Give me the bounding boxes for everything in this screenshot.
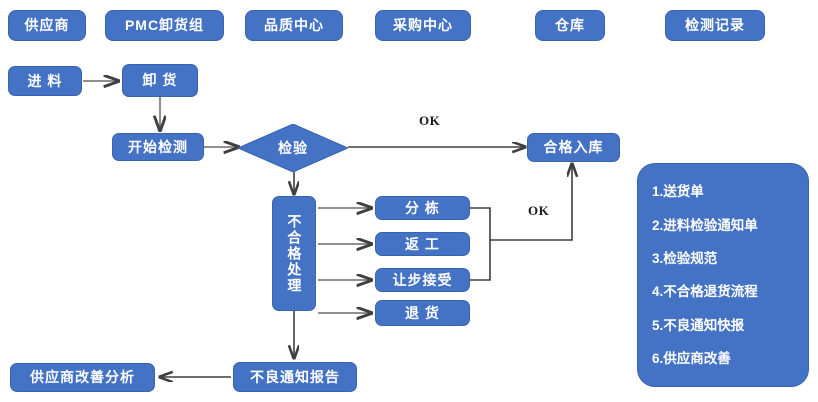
node-concession-acceptance[interactable]: 让步接受 xyxy=(375,268,470,292)
edge-label-ok-middle: OK xyxy=(528,203,550,218)
node-sorting-label: 分 栋 xyxy=(405,199,440,216)
node-pass-into-storage-label: 合格入库 xyxy=(543,139,604,156)
lane-header-quality-center-label: 品质中心 xyxy=(264,17,324,34)
lane-header-supplier-label: 供应商 xyxy=(24,17,70,34)
lane-header-pmc-unloading[interactable]: PMC卸货组 xyxy=(105,10,224,41)
lane-header-inspection-records[interactable]: 检测记录 xyxy=(665,10,765,41)
documents-panel-item-1: 1.送货单 xyxy=(652,184,704,200)
lane-header-warehouse-label: 仓库 xyxy=(555,17,585,34)
documents-panel-item-2: 2.进料检验通知单 xyxy=(652,217,758,233)
lane-header-purchasing-center-label: 采购中心 xyxy=(393,17,453,34)
node-rework-label: 返 工 xyxy=(405,235,440,252)
documents-panel-item-5: 5.不良通知快报 xyxy=(652,317,745,333)
documents-panel-item-4: 4.不合格退货流程 xyxy=(652,284,758,300)
decision-inspection-shape xyxy=(238,124,348,172)
node-incoming-material-label: 进 料 xyxy=(27,72,63,89)
lane-header-purchasing-center[interactable]: 采购中心 xyxy=(375,10,471,41)
node-defect-notification-report[interactable]: 不良通知报告 xyxy=(233,362,357,392)
node-nonconforming-handling[interactable]: 不合格处理 xyxy=(272,196,316,311)
node-defect-notification-report-label: 不良通知报告 xyxy=(250,368,340,385)
node-nonconforming-handling-label: 不合格处理 xyxy=(286,213,303,294)
lane-header-supplier[interactable]: 供应商 xyxy=(8,10,86,41)
node-return-goods[interactable]: 退 货 xyxy=(375,300,470,326)
lane-header-warehouse[interactable]: 仓库 xyxy=(535,10,605,41)
node-sorting[interactable]: 分 栋 xyxy=(375,196,470,220)
lane-header-inspection-records-label: 检测记录 xyxy=(685,17,745,34)
node-return-goods-label: 退 货 xyxy=(405,304,440,321)
node-supplier-improvement-analysis[interactable]: 供应商改善分析 xyxy=(10,363,155,392)
node-unload-goods-label: 卸 货 xyxy=(142,72,178,89)
lane-header-quality-center[interactable]: 品质中心 xyxy=(245,10,343,41)
node-unload-goods[interactable]: 卸 货 xyxy=(122,64,198,97)
documents-panel[interactable]: 1.送货单 2.进料检验通知单 3.检验规范 4.不合格退货流程 5.不良通知快… xyxy=(637,163,809,387)
edge-label-ok-top: OK xyxy=(419,113,441,128)
node-pass-into-storage[interactable]: 合格入库 xyxy=(527,133,620,162)
documents-panel-item-3: 3.检验规范 xyxy=(652,250,718,266)
documents-panel-item-6: 6.供应商改善 xyxy=(652,350,731,366)
node-concession-acceptance-label: 让步接受 xyxy=(392,271,453,288)
decision-inspection[interactable]: 检验 xyxy=(238,124,348,172)
node-incoming-material[interactable]: 进 料 xyxy=(8,66,82,96)
node-rework[interactable]: 返 工 xyxy=(375,232,470,256)
node-start-inspection-label: 开始检测 xyxy=(128,138,188,155)
node-supplier-improvement-analysis-label: 供应商改善分析 xyxy=(30,369,135,386)
decision-inspection-label: 检验 xyxy=(278,140,308,156)
lane-header-pmc-unloading-label: PMC卸货组 xyxy=(124,17,205,34)
node-start-inspection[interactable]: 开始检测 xyxy=(112,133,204,161)
